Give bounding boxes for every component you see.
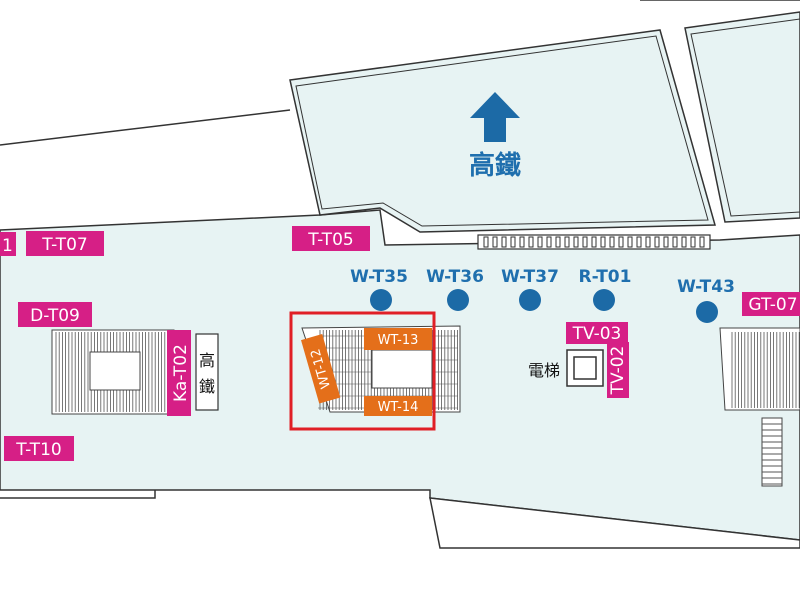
marker-w-t43: W-T43 xyxy=(677,277,735,323)
svg-text:TV-02: TV-02 xyxy=(608,346,628,396)
label-wt-14: WT-14 xyxy=(364,396,432,416)
svg-text:T-T10: T-T10 xyxy=(15,440,61,460)
marker-r-t01: R-T01 xyxy=(579,267,632,311)
svg-text:WT-13: WT-13 xyxy=(378,333,419,348)
label-t-t05: T-T05 xyxy=(292,226,370,251)
elevator-label: 電梯 xyxy=(528,361,560,380)
stair-vertical xyxy=(761,417,783,487)
marker-w-t37: W-T37 xyxy=(501,267,559,311)
elevator-icon xyxy=(566,349,604,387)
svg-text:W-T36: W-T36 xyxy=(426,267,484,287)
label-tv-02: TV-02 xyxy=(607,342,629,398)
svg-text:高: 高 xyxy=(199,351,215,370)
svg-text:TV-03: TV-03 xyxy=(572,324,622,344)
svg-text:W-T35: W-T35 xyxy=(350,267,408,287)
svg-text:T-T07: T-T07 xyxy=(41,235,87,255)
label-ka-t02: Ka-T02 xyxy=(167,330,191,416)
svg-text:W-T43: W-T43 xyxy=(677,277,735,297)
svg-text:GT-07: GT-07 xyxy=(748,295,797,315)
label-t-t10: T-T10 xyxy=(4,436,74,461)
upper-left-outline xyxy=(0,109,291,499)
label-partial-left: 1 xyxy=(0,232,16,256)
escalator-left xyxy=(51,329,175,415)
hsr-label: 高鐵 xyxy=(469,150,521,181)
hsr-area-inner xyxy=(295,35,709,227)
svg-text:鐵: 鐵 xyxy=(199,377,215,396)
label-tv-03: TV-03 xyxy=(566,322,628,344)
label-wt-13: WT-13 xyxy=(364,328,432,350)
svg-text:T-T05: T-T05 xyxy=(307,230,353,250)
svg-text:R-T01: R-T01 xyxy=(579,267,632,287)
hsr-vertical-sign: 高 鐵 xyxy=(195,333,219,411)
highlight-box xyxy=(289,311,436,431)
arrow-up-icon xyxy=(470,92,520,142)
escalator-right xyxy=(719,327,800,411)
label-t-t07: T-T07 xyxy=(26,231,104,256)
lower-floor xyxy=(429,497,800,549)
label-gt-07: GT-07 xyxy=(742,292,800,316)
marker-w-t36: W-T36 xyxy=(426,267,484,311)
hsr-area-right-inner xyxy=(690,18,800,217)
fence-barrier xyxy=(477,234,711,250)
label-d-t09: D-T09 xyxy=(18,302,92,327)
svg-text:1: 1 xyxy=(2,236,13,256)
svg-text:Ka-T02: Ka-T02 xyxy=(171,344,191,402)
hsr-area-right xyxy=(684,11,800,223)
svg-text:W-T37: W-T37 xyxy=(501,267,559,287)
marker-w-t35: W-T35 xyxy=(350,267,408,311)
svg-text:D-T09: D-T09 xyxy=(30,306,80,326)
svg-text:WT-14: WT-14 xyxy=(378,400,419,415)
